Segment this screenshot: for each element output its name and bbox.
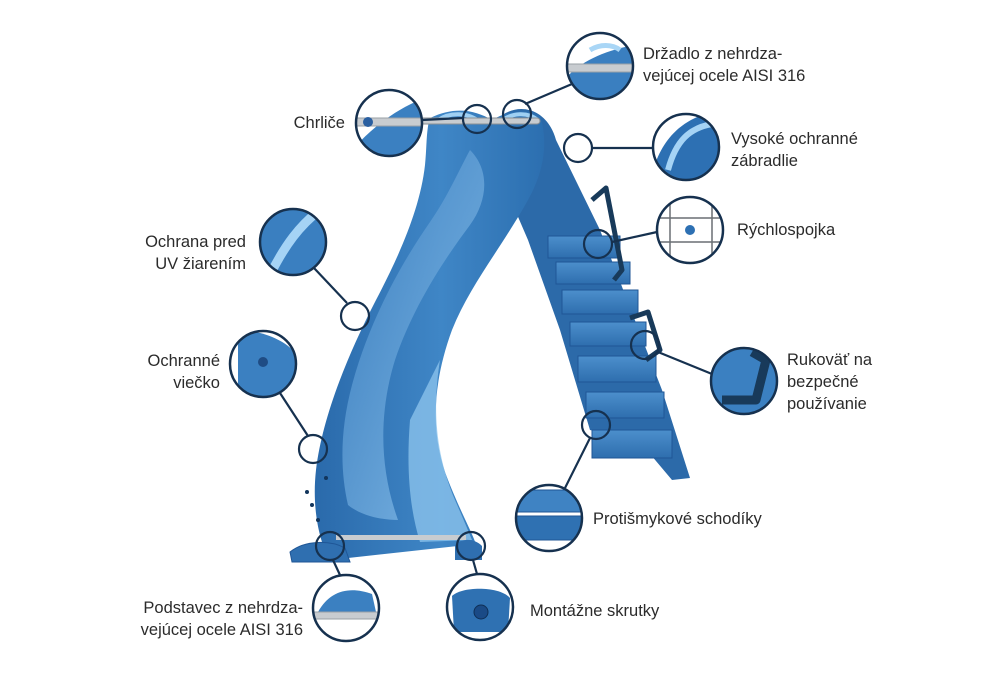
detail-quick-coupling [655,195,725,265]
anti-slip-steps [547,235,673,459]
detail-protective-cap [228,329,298,399]
label-mounting-screws: Montážne skrutky [530,602,660,620]
marker-circles [297,98,661,562]
detail-anti-slip-steps [514,483,584,553]
label-high-railing: Vysoké ochranné zábradlie [731,130,858,170]
detail-steel-base [311,573,381,643]
slide-body [289,109,690,563]
label-sprayers: Chrliče [293,114,345,132]
detail-uv-protection [258,207,328,277]
label-uv-protection: Ochrana pred UV žiarením [145,233,246,273]
detail-grab-handle [709,346,779,416]
label-protective-cap: Ochranné viečko [147,352,220,392]
detail-high-railing [651,112,721,182]
label-grab-handle: Rukoväť na bezpečné používanie [787,351,873,413]
label-steel-handle: Držadlo z nehrdza- vejúcej ocele AISI 31… [643,45,806,85]
connector-lines [279,82,713,576]
label-steel-base: Podstavec z nehrdza- vejúcej ocele AISI … [140,599,303,639]
detail-handle-steel [565,31,635,101]
label-anti-slip-steps: Protišmykové schodíky [593,510,762,528]
detail-mounting-screws [445,572,515,642]
label-quick-coupling: Rýchlospojka [737,221,836,239]
detail-sprayers [354,88,424,158]
